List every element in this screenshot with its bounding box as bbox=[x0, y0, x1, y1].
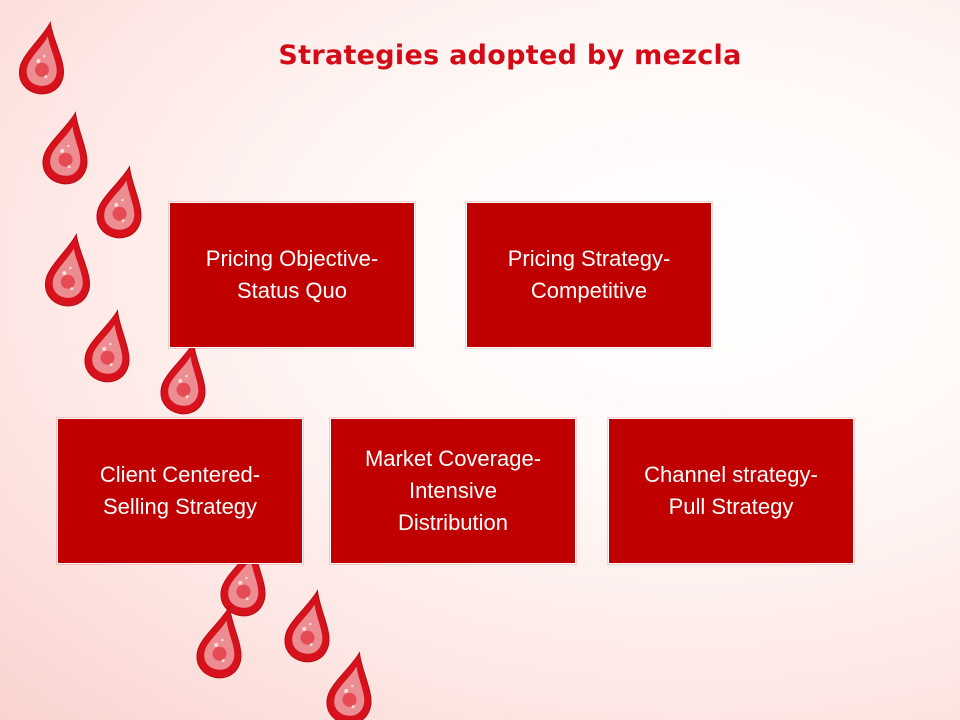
blood-drop-icon bbox=[15, 18, 73, 98]
box-line: Pull Strategy bbox=[668, 494, 794, 519]
box-line: Status Quo bbox=[236, 278, 348, 303]
box-line: Client Centered- bbox=[99, 462, 261, 487]
blood-drop-icon bbox=[92, 161, 152, 243]
blood-drop-icon bbox=[156, 337, 216, 419]
box-line: Selling Strategy bbox=[102, 494, 258, 519]
box-line: Distribution bbox=[397, 510, 509, 535]
strategy-box-client-centered: Client Centered- Selling Strategy bbox=[57, 418, 303, 564]
strategy-box-pricing-objective: Pricing Objective- Status Quo bbox=[169, 202, 415, 348]
strategy-box-channel-strategy: Channel strategy- Pull Strategy bbox=[608, 418, 854, 564]
box-line: Intensive bbox=[408, 478, 498, 503]
box-line: Market Coverage- bbox=[364, 446, 542, 471]
blood-drop-icon bbox=[322, 647, 382, 720]
box-line: Pricing Objective- bbox=[205, 246, 379, 271]
blood-drop-icon bbox=[80, 305, 140, 387]
strategy-box-market-coverage: Market Coverage- Intensive Distribution bbox=[330, 418, 576, 564]
blood-drop-icon bbox=[280, 585, 340, 667]
blood-drop-icon bbox=[38, 107, 98, 189]
box-line: Pricing Strategy- bbox=[507, 246, 671, 271]
blood-drop-icon bbox=[41, 230, 99, 310]
box-line: Competitive bbox=[530, 278, 648, 303]
box-line: Channel strategy- bbox=[644, 462, 818, 487]
slide-title: Strategies adopted by mezcla bbox=[278, 40, 742, 71]
strategy-box-pricing-strategy: Pricing Strategy- Competitive bbox=[466, 202, 712, 348]
